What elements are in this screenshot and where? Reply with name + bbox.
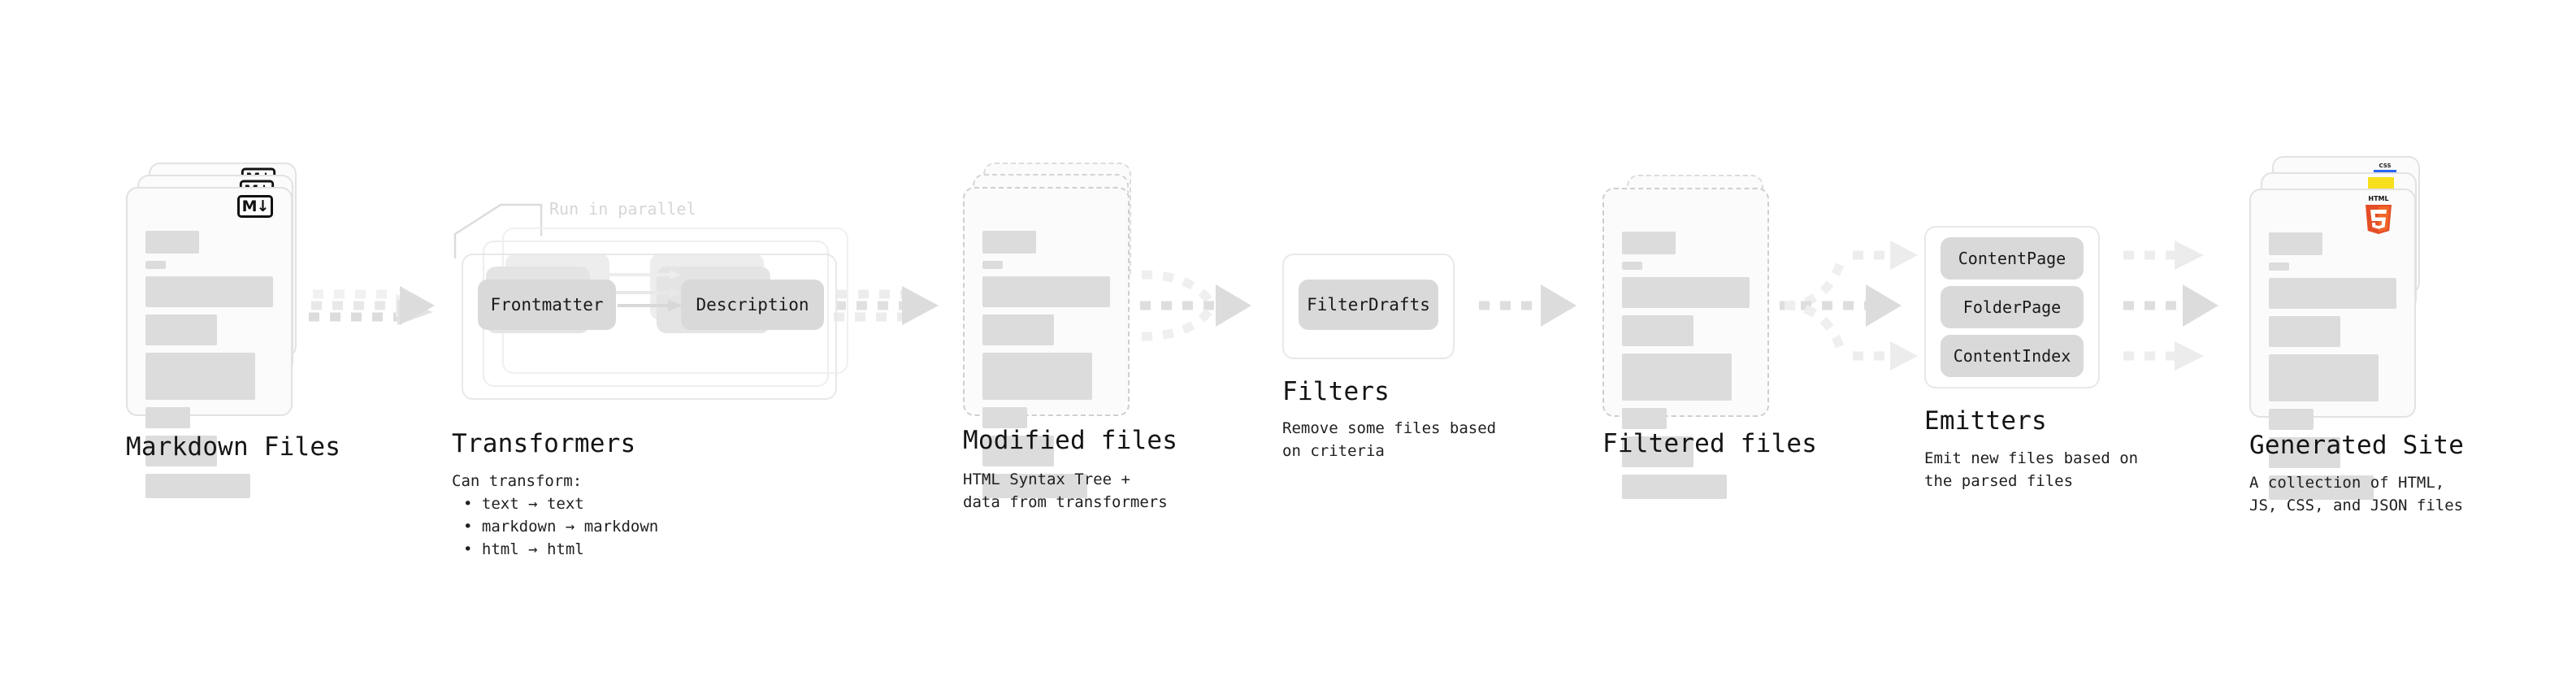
skeleton-bar [1622, 262, 1643, 270]
emitters-box[interactable] [1924, 226, 2100, 388]
skeleton-bar [1622, 408, 1667, 429]
bullet-char: • [463, 495, 473, 513]
run-in-parallel-label: Run in parallel [549, 199, 696, 219]
modified-files-description: HTML Syntax Tree + data from transformer… [963, 471, 1168, 511]
skeleton-bar [2269, 316, 2340, 347]
skeleton-bar [2269, 232, 2322, 255]
chip-contentindex-label: ContentIndex [1953, 346, 2071, 366]
transformers-bullet-2: • html → html [452, 538, 658, 561]
skeleton-bar [145, 474, 250, 498]
chip-description-label: Description [696, 295, 809, 314]
arrow-markdown-to-transformers [309, 286, 435, 325]
skeleton-bar [2269, 354, 2379, 401]
skeleton-bar [1622, 277, 1750, 308]
skeleton-bar [1622, 436, 1693, 467]
chip-frontmatter-label: Frontmatter [490, 295, 604, 314]
skeleton-bar [145, 261, 167, 269]
svg-text:HTML: HTML [2368, 195, 2388, 202]
skeleton-bar [2269, 262, 2290, 271]
chip-folderpage[interactable]: FolderPage [1941, 286, 2084, 328]
skeleton-bar [1622, 354, 1733, 401]
transformer-inner-arrows-faded [608, 270, 681, 297]
filtered-card-front[interactable] [1602, 188, 1769, 499]
skeleton-bar [2269, 409, 2314, 430]
generated-site-heading: Generated Site [2249, 431, 2465, 460]
arrow-transformers-to-modified [834, 286, 939, 325]
skeleton-bar [1622, 475, 1727, 499]
emitters-heading: Emitters [1924, 406, 2047, 436]
chip-contentindex[interactable]: ContentIndex [1941, 335, 2084, 377]
markdown-files-card-stack: M↓ M↓ M↓ [126, 163, 301, 498]
skeleton-bar [1622, 232, 1676, 254]
generated-site-description: A collection of HTML, JS, CSS, and JSON … [2249, 474, 2464, 514]
skeleton-bar [982, 314, 1054, 345]
chip-folderpage-label: FolderPage [1962, 297, 2062, 317]
css3-icon-underline [2374, 170, 2396, 173]
arrow-filtered-to-emitters [1780, 241, 1918, 371]
run-in-parallel-bracket [453, 203, 543, 258]
arrow-modified-to-filters [1140, 270, 1251, 341]
filtered-card-skeleton [1622, 232, 1750, 506]
arrow-filters-to-filtered [1479, 284, 1576, 327]
filters-heading: Filters [1282, 377, 1390, 406]
skeleton-bar [982, 261, 1004, 269]
skeleton-bar [982, 474, 1087, 498]
skeleton-bar [982, 276, 1110, 307]
skeleton-bar [2269, 475, 2374, 500]
markdown-icon: M↓ [237, 195, 273, 218]
skeleton-bar [145, 407, 190, 428]
skeleton-bar [145, 276, 273, 307]
skeleton-bar [1622, 315, 1693, 346]
transformer-inner-arrow [618, 300, 683, 311]
filters-box[interactable] [1282, 254, 1455, 359]
arrow-emitters-to-site [2123, 241, 2218, 371]
skeleton-bar [145, 353, 256, 400]
skeleton-bar [982, 436, 1054, 466]
markdown-icon-label: M↓ [241, 197, 270, 215]
chip-frontmatter[interactable]: Frontmatter [478, 280, 616, 330]
skeleton-bar [145, 436, 217, 466]
generated-card-skeleton [2269, 232, 2396, 507]
skeleton-bar [982, 353, 1093, 400]
bullet-char: • [463, 540, 473, 558]
generated-site-card-stack: CSS HTML [2249, 156, 2424, 500]
transformers-bullet-2-label: html → html [481, 540, 584, 558]
markdown-card-front[interactable] [126, 187, 293, 498]
transformers-description: Can transform: [452, 472, 583, 490]
modified-files-card-stack [963, 163, 1138, 498]
markdown-files-heading: Markdown Files [126, 432, 341, 462]
skeleton-bar [982, 231, 1036, 254]
css3-icon: CSS [2373, 163, 2397, 176]
bullet-char: • [463, 518, 473, 536]
css3-icon-label: CSS [2379, 163, 2392, 169]
transformers-bullet-1: • markdown → markdown [452, 515, 658, 538]
modified-card-front[interactable] [963, 187, 1130, 498]
skeleton-bar [145, 314, 217, 345]
chip-description[interactable]: Description [681, 280, 824, 330]
skeleton-bar [2269, 278, 2396, 309]
transformers-bullets: • text → text • markdown → markdown • ht… [452, 492, 658, 561]
skeleton-bar [982, 407, 1027, 428]
skeleton-bar [145, 231, 199, 254]
skeleton-bar [2269, 437, 2340, 468]
filtered-files-card-stack [1602, 175, 1777, 499]
emitters-description: Emit new files based on the parsed files [1924, 449, 2139, 490]
transformers-bullet-0-label: text → text [481, 495, 584, 513]
chip-filterdrafts-label: FilterDrafts [1307, 295, 1430, 314]
markdown-card-skeleton [145, 231, 273, 505]
modified-card-skeleton [982, 231, 1110, 505]
filtered-files-heading: Filtered files [1602, 429, 1818, 458]
html5-icon: HTML [2366, 195, 2392, 234]
chip-contentpage-label: ContentPage [1958, 249, 2066, 268]
transformers-bullet-1-label: markdown → markdown [481, 518, 659, 536]
chip-filterdrafts[interactable]: FilterDrafts [1299, 280, 1438, 330]
filters-description: Remove some files based on criteria [1282, 419, 1497, 460]
chip-contentpage[interactable]: ContentPage [1941, 237, 2084, 280]
modified-files-heading: Modified files [963, 426, 1178, 455]
transformers-box-front[interactable] [462, 254, 837, 400]
transformers-heading: Transformers [452, 429, 636, 458]
transformers-bullet-0: • text → text [452, 492, 658, 515]
